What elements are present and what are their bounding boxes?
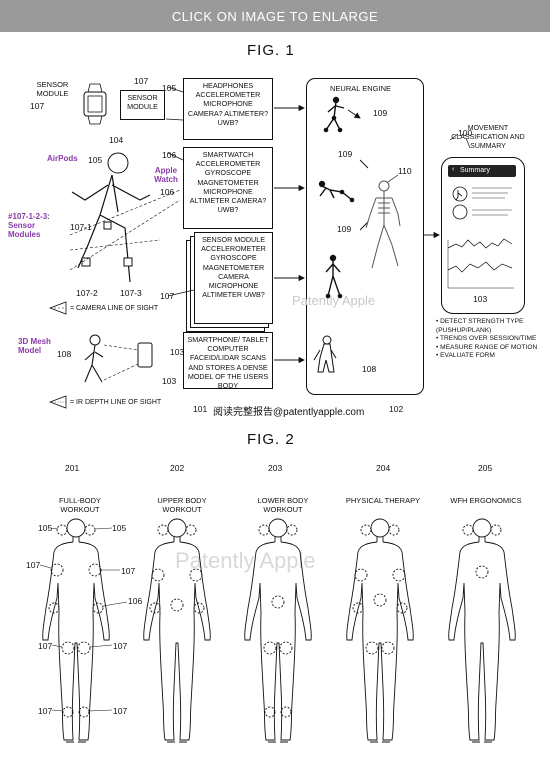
neural-engine-panel <box>306 78 424 395</box>
ref-106: 106 <box>160 187 175 197</box>
ref-204: 204 <box>376 463 391 473</box>
label-lower-body: LOWER BODY WORKOUT <box>257 496 309 514</box>
ref-sensor-module: 107 <box>30 101 45 111</box>
fig2-title: FIG. 2 <box>247 431 295 448</box>
ref-103b: 103 <box>162 376 177 386</box>
sensor-module-box: SENSOR MODULE <box>120 90 165 120</box>
ref-104: 104 <box>109 135 124 145</box>
airpods-label: AirPods <box>47 154 78 163</box>
ref-103a: 103 <box>170 347 185 357</box>
summary-bullets: • DETECT STRENGTH TYPE (PUSHUP/PLANK) • … <box>436 318 550 361</box>
watermark-fig1: Patently Apple <box>292 293 376 308</box>
sensor-module-label: SENSOR MODULE <box>36 80 69 98</box>
smartwatch-box: SMARTWATCH ACCELEROMETER GYROSCOPE MAGNE… <box>183 147 273 229</box>
phone-back-icon[interactable]: ‹ <box>452 166 455 173</box>
phone-header <box>448 165 516 177</box>
ref-105-left: 105 <box>38 523 53 533</box>
ref-105: 105 <box>162 83 177 93</box>
label-full-body: FULL-BODY WORKOUT <box>58 496 102 514</box>
ref-202: 202 <box>170 463 185 473</box>
neural-engine-label: NEURAL ENGINE <box>330 84 391 93</box>
bullet-item: • EVALUATE FORM <box>436 352 495 359</box>
ref-107-box: 107 <box>160 291 175 301</box>
phone-title: Summary <box>460 167 490 174</box>
ref-107-shoulder-left: 107 <box>26 560 41 570</box>
ref-107-1: 107-1 <box>70 222 92 232</box>
ref-201: 201 <box>65 463 80 473</box>
watermark-fig2: Patently Apple <box>175 548 316 573</box>
ref-107-knee-right: 107 <box>113 641 128 651</box>
ir-line-legend: = IR DEPTH LINE OF SIGHT <box>70 399 162 406</box>
ref-102: 102 <box>389 404 404 414</box>
ref-109a: 109 <box>373 108 388 118</box>
mesh-model-label: 3D Mesh Model <box>18 337 51 355</box>
apple-watch-label: Apple Watch <box>154 166 178 184</box>
enlarge-banner[interactable]: CLICK ON IMAGE TO ENLARGE <box>0 0 550 32</box>
ref-108b: 108 <box>362 364 377 374</box>
smartphone-box: SMARTPHONE/ TABLET COMPUTER FaceID/LIDAR… <box>183 332 273 390</box>
ref-107-ankle-right: 107 <box>113 706 128 716</box>
ref-106-wrist: 106 <box>128 596 143 606</box>
movement-label: MOVEMENT CLASSIFICATION AND SUMMARY <box>451 125 525 150</box>
ref-205: 205 <box>478 463 493 473</box>
bullet-item: • TRENDS OVER SESSION/TIME <box>436 335 537 342</box>
ref-110: 110 <box>398 166 412 176</box>
ref-107-shoulder-right: 107 <box>121 566 136 576</box>
ref-107-3: 107-3 <box>120 288 142 298</box>
sensor-modules-label: #107-1-2-3: Sensor Modules <box>8 212 50 239</box>
label-wfh-ergonomics: WFH ERGONOMICS <box>450 496 522 505</box>
ref-109c: 109 <box>337 224 352 234</box>
label-physical-therapy: PHYSICAL THERAPY <box>345 496 421 505</box>
ref-107-knee-left: 107 <box>38 641 53 651</box>
ref-105b: 105 <box>88 155 103 165</box>
ref-108: 108 <box>57 349 72 359</box>
ref-103c: 103 <box>473 294 488 304</box>
ref-101: 101 <box>193 404 208 414</box>
bullet-item: • MEASURE RANGE OF MOTION <box>436 343 538 351</box>
ref-107-ankle-left: 107 <box>38 706 53 716</box>
fig1-title: FIG. 1 <box>247 42 295 59</box>
ref-105-right: 105 <box>112 523 127 533</box>
sensor-module-stack-box: SENSOR MODULE ACCELEROMETER GYROSCOPE MA… <box>194 232 273 324</box>
label-upper-body: UPPER BODY WORKOUT <box>157 496 207 514</box>
bullet-item: • DETECT STRENGTH TYPE (PUSHUP/PLANK) <box>436 318 524 334</box>
camera-line-legend: = CAMERA LINE OF SIGHT <box>70 305 159 312</box>
ref-109b: 109 <box>338 149 353 159</box>
headphones-box: HEADPHONES ACCELEROMETER MICROPHONE CAME… <box>183 78 273 140</box>
ref-100: 100 <box>458 128 473 138</box>
footer-caption: 阅读完整报告@patentlyapple.com <box>213 407 365 418</box>
ref-106-box: 106 <box>162 150 177 160</box>
ref-107-2: 107-2 <box>76 288 98 298</box>
ref-203: 203 <box>268 463 283 473</box>
ref-sensor-box: 107 <box>134 76 149 86</box>
